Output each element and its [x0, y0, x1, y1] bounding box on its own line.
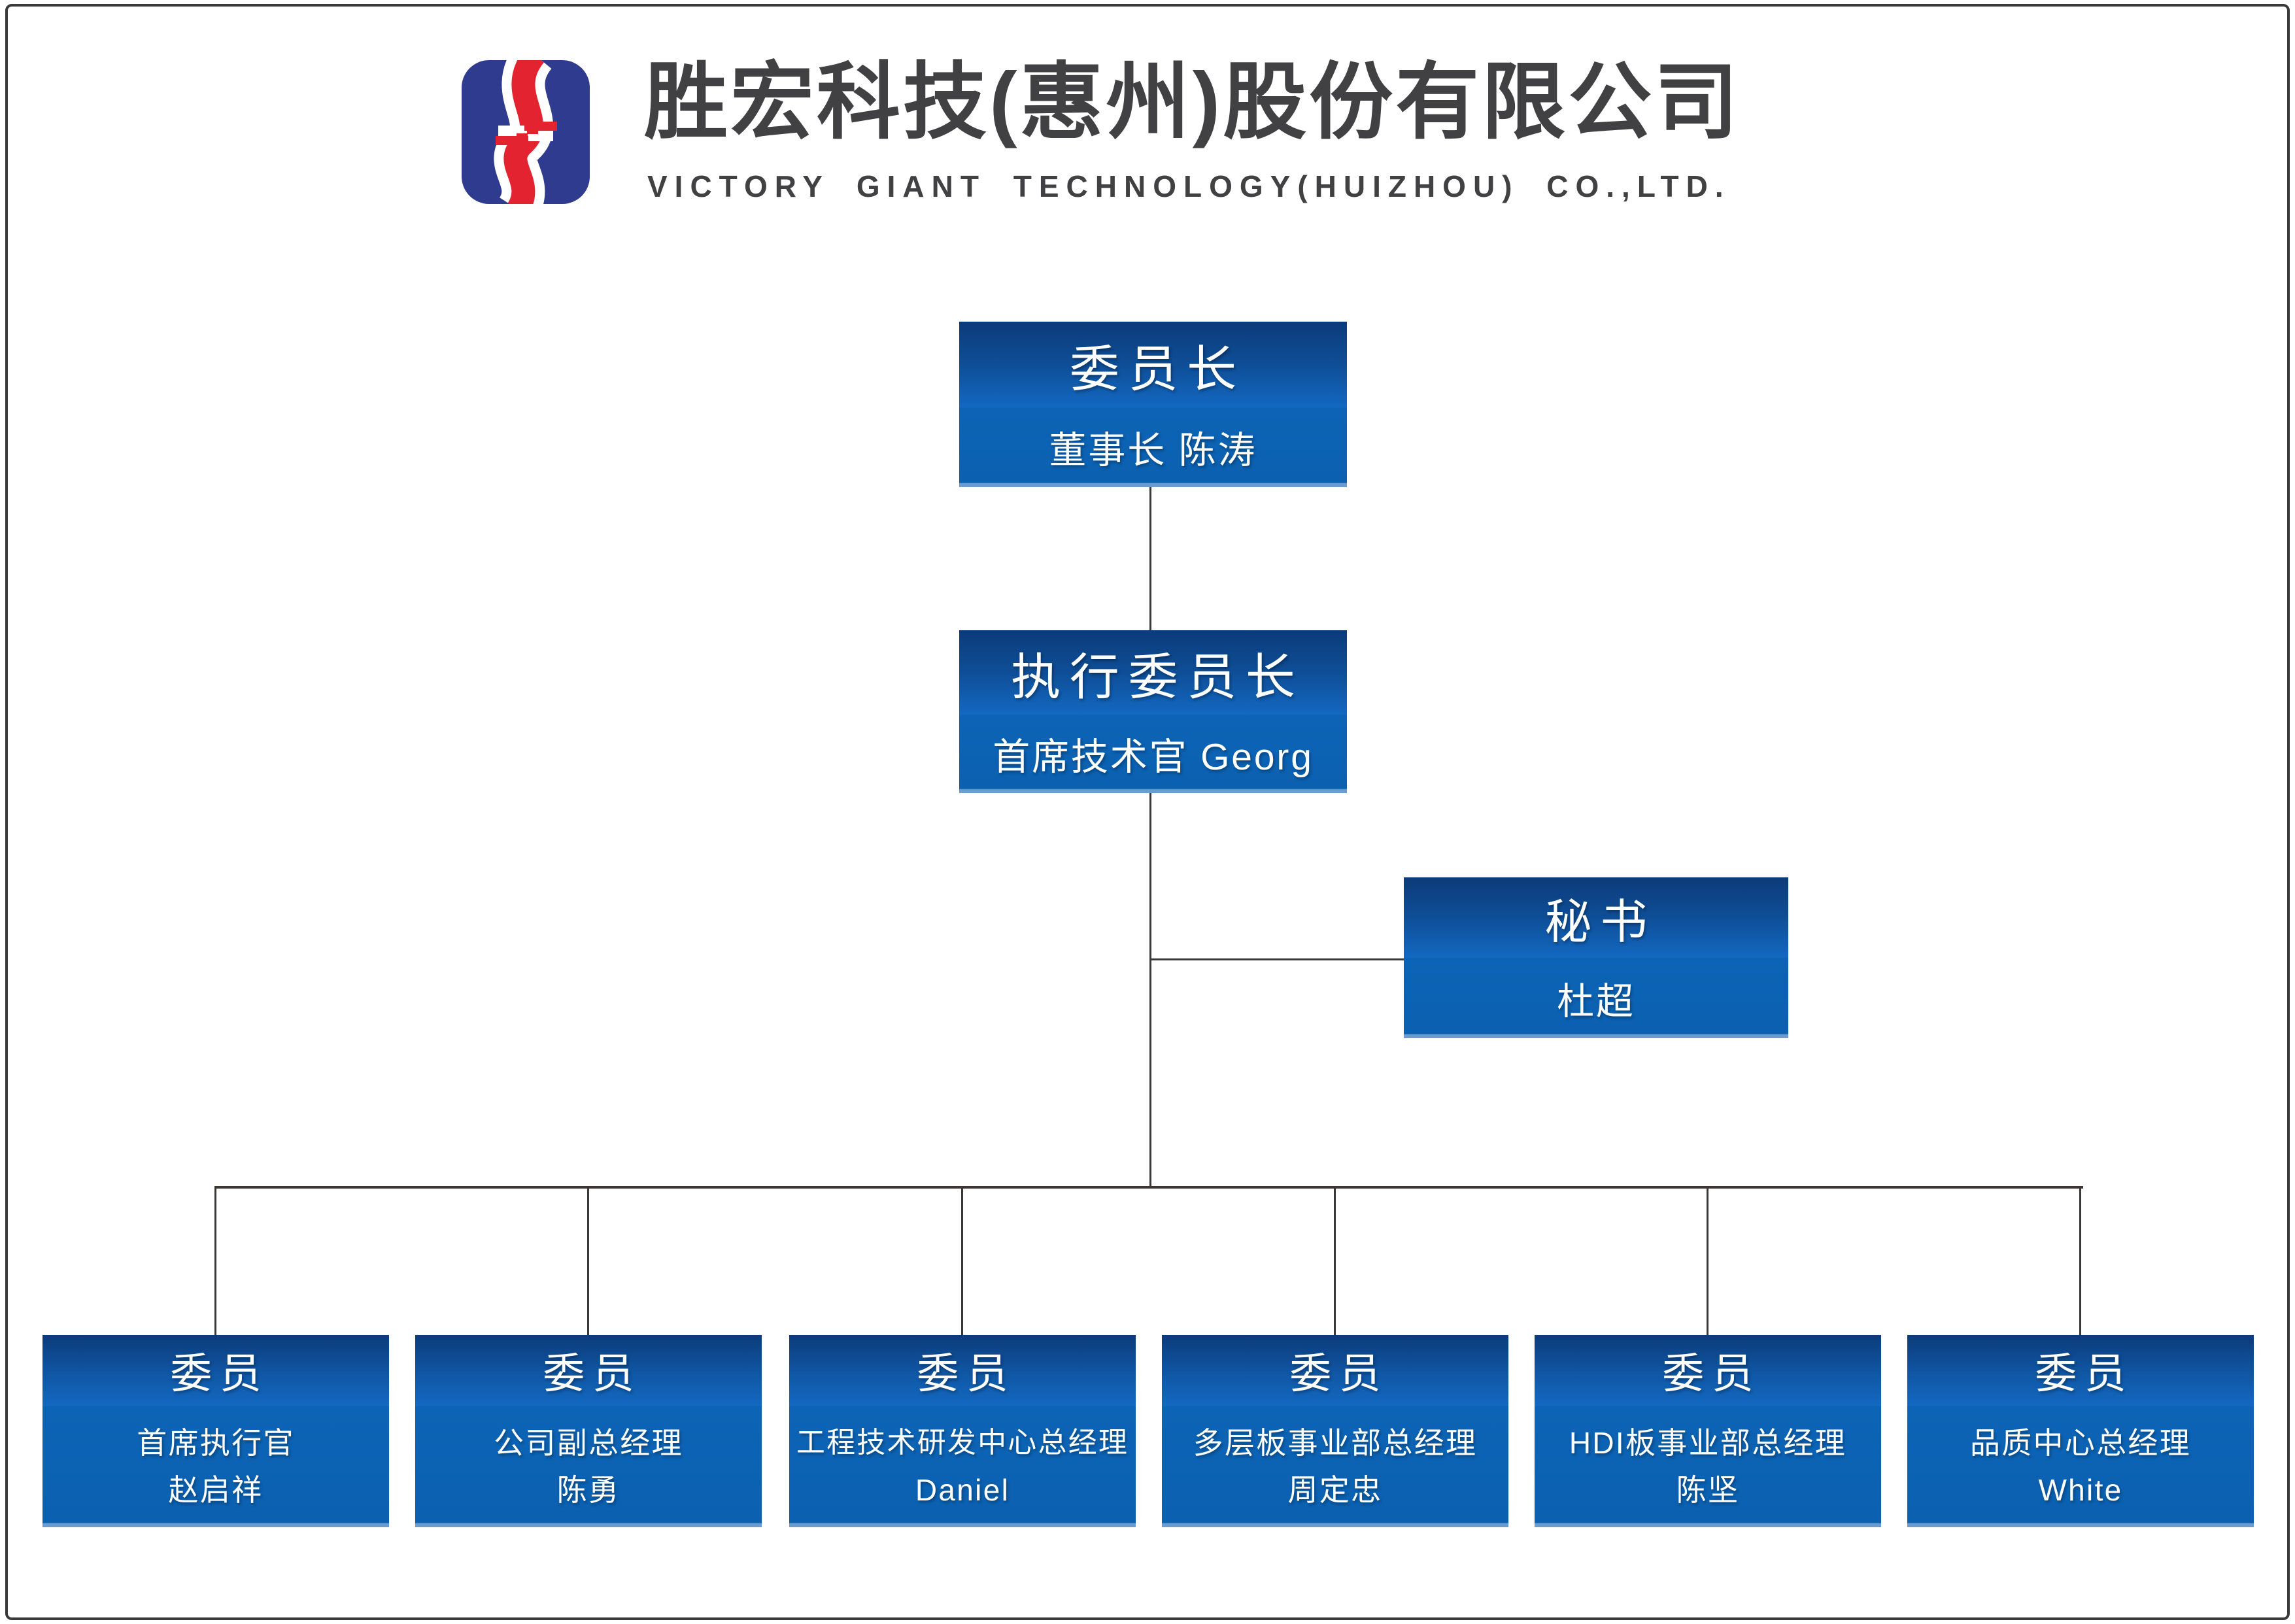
member-role: HDI板事业部总经理: [1569, 1426, 1847, 1461]
connector-stub-member-4: [1334, 1187, 1336, 1335]
member-name: White: [2038, 1473, 2123, 1508]
member-box-3: 委员 工程技术研发中心总经理 Daniel: [789, 1335, 1136, 1527]
member-role: 公司副总经理: [494, 1426, 683, 1461]
member-title: 委员: [917, 1350, 1016, 1398]
member-title: 委员: [170, 1350, 269, 1398]
connector-stub-member-5: [1707, 1187, 1708, 1335]
connector-stub-member-3: [961, 1187, 963, 1335]
member-name: 赵启祥: [168, 1473, 264, 1508]
secretary-box: 秘书 杜超: [1404, 877, 1788, 1038]
member-title: 委员: [1289, 1350, 1389, 1398]
member-title: 委员: [1662, 1350, 1761, 1398]
connector-members-rail: [214, 1186, 2083, 1189]
member-role: 工程技术研发中心总经理: [796, 1427, 1129, 1459]
executive-chairman-title: 执行委员长: [1011, 649, 1304, 705]
member-title: 委员: [543, 1350, 642, 1398]
connector-stub-member-6: [2079, 1187, 2081, 1335]
company-name-cn: 胜宏科技(惠州)股份有限公司: [644, 56, 1741, 149]
member-box-4: 委员 多层板事业部总经理 周定忠: [1162, 1335, 1508, 1527]
connector-stub-member-2: [587, 1187, 589, 1335]
company-logo-icon: [462, 60, 590, 204]
member-name: Daniel: [915, 1473, 1010, 1508]
member-box-2: 委员 公司副总经理 陈勇: [415, 1335, 762, 1527]
chairman-title: 委员长: [1069, 341, 1246, 398]
secretary-person: 杜超: [1557, 980, 1635, 1023]
member-name: 陈勇: [556, 1473, 620, 1508]
secretary-title: 秘书: [1544, 896, 1656, 949]
executive-chairman-box: 执行委员长 首席技术官 Georg: [959, 630, 1347, 793]
member-box-6: 委员 品质中心总经理 White: [1907, 1335, 2254, 1527]
executive-chairman-person: 首席技术官 Georg: [993, 736, 1314, 779]
member-role: 品质中心总经理: [1969, 1426, 2192, 1461]
member-box-1: 委员 首席执行官 赵启祥: [42, 1335, 389, 1527]
chairman-box: 委员长 董事长 陈涛: [959, 322, 1347, 487]
member-role: 首席执行官: [137, 1426, 295, 1461]
member-name: 周定忠: [1287, 1473, 1383, 1508]
connector-stub-member-1: [214, 1187, 216, 1335]
member-title: 委员: [2035, 1350, 2134, 1398]
connector-to-secretary: [1151, 958, 1404, 960]
connector-exec-to-members: [1149, 793, 1151, 1189]
member-name: 陈坚: [1676, 1473, 1740, 1508]
connector-chairman-to-exec: [1149, 487, 1151, 630]
chairman-person: 董事长 陈涛: [1049, 430, 1257, 472]
company-name-en: VICTORY GIANT TECHNOLOGY(HUIZHOU) CO.,LT…: [647, 169, 1731, 203]
member-role: 多层板事业部总经理: [1193, 1426, 1478, 1461]
member-box-5: 委员 HDI板事业部总经理 陈坚: [1535, 1335, 1881, 1527]
